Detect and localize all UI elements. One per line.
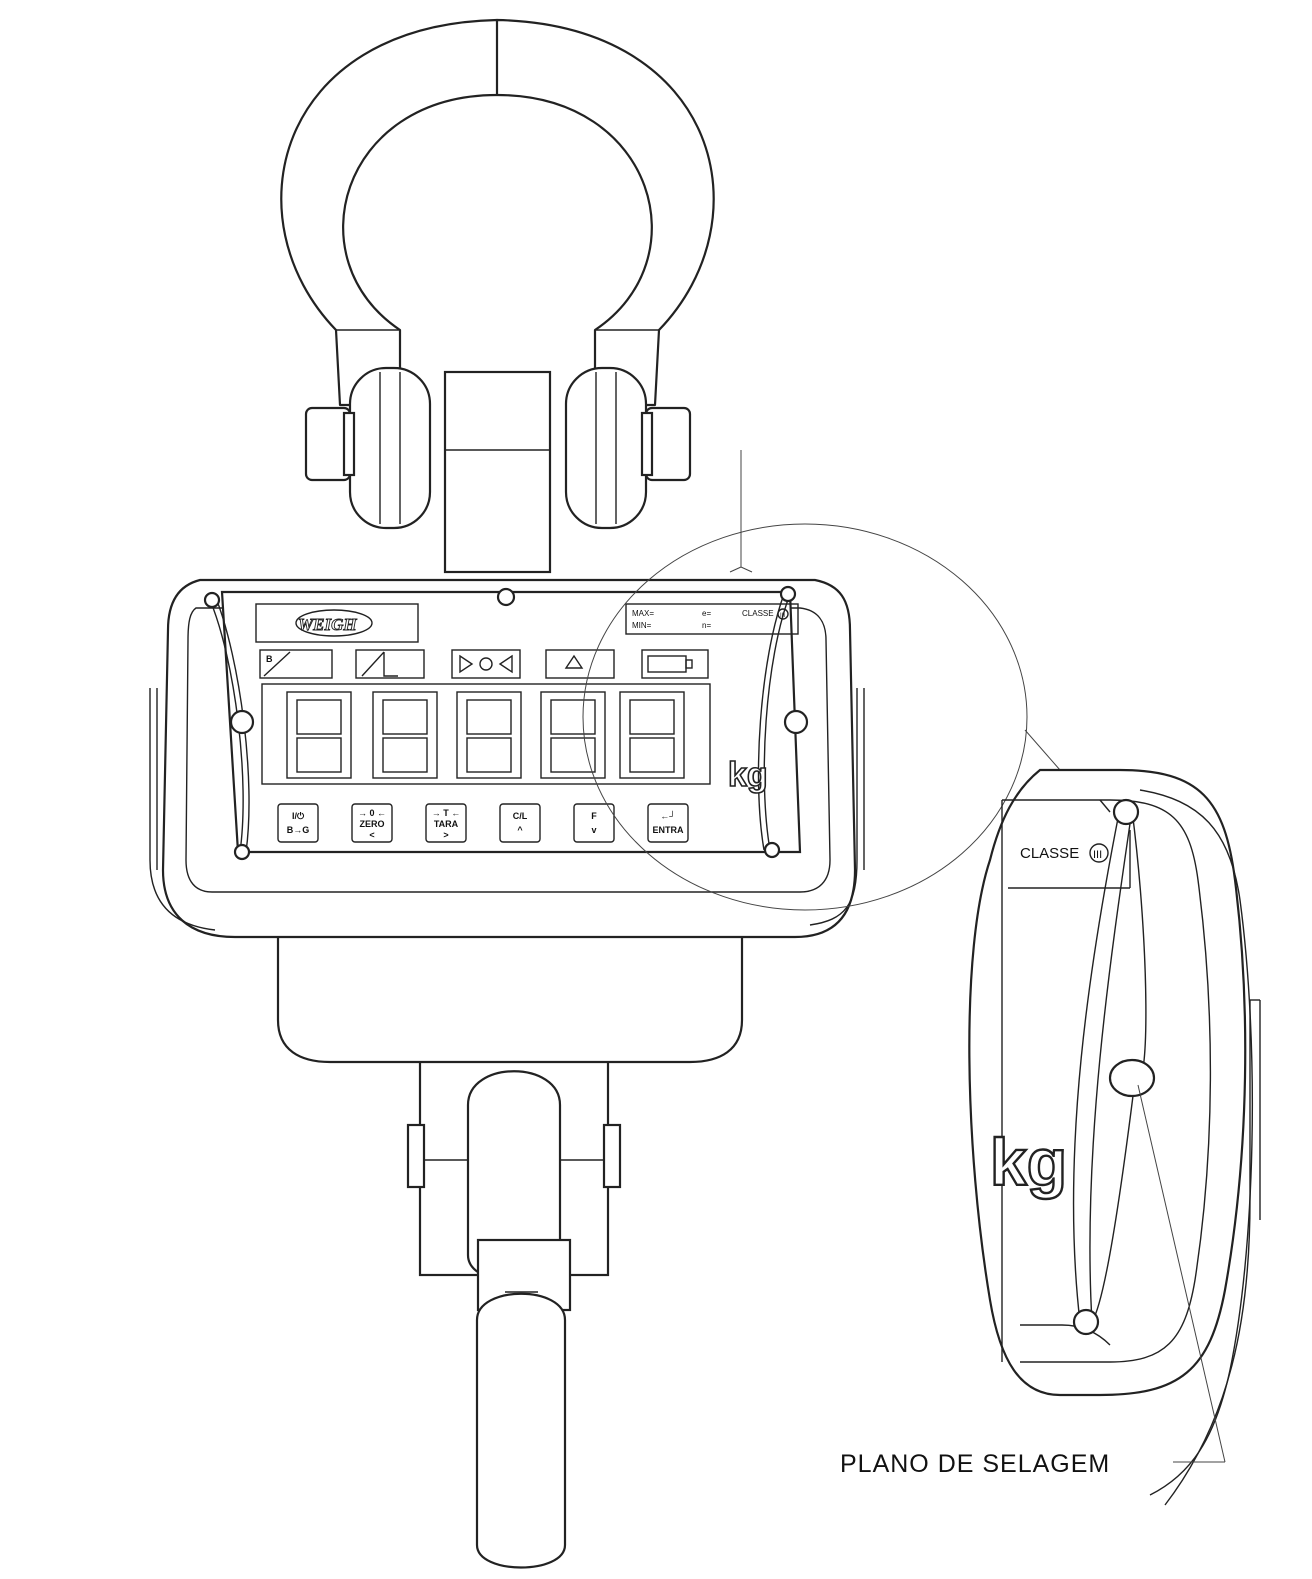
digit-cell: [286, 691, 352, 779]
digit-cell: [456, 691, 522, 779]
min-label: MIN=: [632, 621, 652, 630]
key-label: ZERO: [359, 819, 384, 829]
clear-key[interactable]: C/L ^: [499, 803, 541, 843]
indicator-row: B: [259, 649, 709, 679]
screw-bottom-left: [233, 843, 251, 861]
max-label: MAX=: [632, 609, 654, 618]
digit-segment: [296, 699, 342, 735]
callout-label: PLANO DE SELAGEM: [840, 1450, 1110, 1478]
digit-display: [261, 683, 711, 785]
e-label: e=: [702, 609, 711, 618]
digit-segment: [466, 737, 512, 773]
n-label: n=: [702, 621, 711, 630]
key-label: >: [443, 830, 448, 840]
screw-bottom-right: [763, 841, 781, 859]
key-label: C/L: [513, 811, 528, 821]
digit-segment: [382, 699, 428, 735]
detail-screw-top: [1112, 798, 1140, 826]
digit-cell: [619, 691, 685, 779]
key-label: B→G: [287, 825, 310, 835]
digit-segment: [629, 737, 675, 773]
digit-segment: [382, 737, 428, 773]
detail-class-value: III: [1093, 849, 1102, 861]
key-label: I/⏻: [292, 811, 305, 821]
key-label: ←┘: [660, 810, 675, 821]
brand-logo: WEIGH: [298, 615, 357, 634]
svg-text:B: B: [266, 654, 273, 664]
detail-magnifier: [582, 450, 1061, 911]
digit-segment: [296, 737, 342, 773]
screw-top-center: [496, 587, 516, 607]
info-plate: [625, 603, 799, 635]
key-label: ^: [517, 825, 523, 835]
screw-left-mid: [229, 709, 255, 735]
detail-screw-bottom: [1072, 1308, 1100, 1336]
screw-top-right: [779, 585, 797, 603]
digit-segment: [466, 699, 512, 735]
detail-unit-label: kg: [990, 1125, 1067, 1199]
detail-view: CLASSE III kg: [968, 768, 1261, 1506]
class-value: III: [780, 613, 785, 619]
key-label: ENTRA: [653, 825, 684, 835]
key-label: v: [591, 825, 596, 835]
key-label: F: [591, 811, 597, 821]
key-label: TARA: [434, 819, 459, 829]
digit-segment: [550, 737, 596, 773]
zero-key[interactable]: → 0 ←ZERO<: [351, 803, 393, 843]
shackle: [280, 18, 715, 574]
unit-label: kg: [728, 756, 768, 794]
front-panel: WEIGH MAX= MIN= e= n= CLASSE III B: [203, 585, 809, 861]
function-key[interactable]: Fv: [573, 803, 615, 843]
screw-right-mid: [783, 709, 809, 735]
key-label: <: [369, 830, 374, 840]
detail-class-label: CLASSE: [1020, 845, 1079, 862]
logo-plate: [255, 603, 419, 643]
key-label: → 0 ←: [358, 808, 386, 818]
digit-cell: [540, 691, 606, 779]
key-label: → T ←: [432, 808, 461, 818]
magnify-circle: [582, 523, 1028, 911]
digit-segment: [550, 699, 596, 735]
keypad: I/⏻ B→G → 0 ←ZERO< → T ←TARA> C/L ^ Fv ←┘ ENTRA: [277, 803, 689, 843]
screw-top-left: [203, 591, 221, 609]
bottom-hook: [406, 1058, 622, 1569]
class-label: CLASSE: [742, 609, 774, 618]
digit-cell: [372, 691, 438, 779]
digit-segment: [629, 699, 675, 735]
enter-key[interactable]: ←┘ ENTRA: [647, 803, 689, 843]
callout: PLANO DE SELAGEM: [840, 1084, 1226, 1478]
tare-key[interactable]: → T ←TARA>: [425, 803, 467, 843]
power-key[interactable]: I/⏻ B→G: [277, 803, 319, 843]
detail-screw-mid: [1108, 1058, 1156, 1098]
